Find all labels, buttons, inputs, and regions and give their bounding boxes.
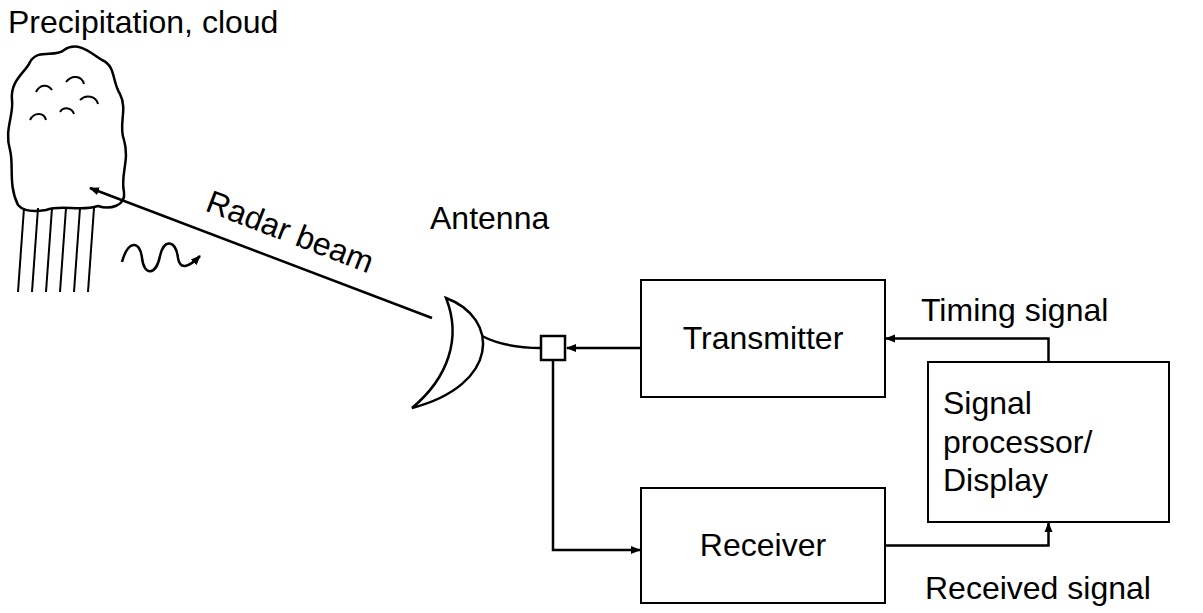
target-label: Precipitation, cloud bbox=[8, 4, 278, 41]
rain-stroke bbox=[74, 208, 80, 292]
antenna-label: Antenna bbox=[430, 200, 549, 237]
reflected-wave bbox=[122, 243, 200, 271]
cloud-outline bbox=[8, 47, 126, 212]
signal-label: Received signal bbox=[925, 570, 1151, 607]
signal-processor-box: Signal processor/ Display bbox=[927, 361, 1170, 523]
rain-stroke bbox=[18, 208, 24, 292]
transmitter-feed bbox=[567, 347, 640, 350]
antenna-dish bbox=[412, 298, 483, 408]
cloud-texture bbox=[30, 77, 98, 120]
box-label: Transmitter bbox=[683, 319, 844, 357]
signal-label: Timing signal bbox=[921, 292, 1108, 329]
duplexer-junction bbox=[541, 336, 565, 360]
beam-label: Radar beam bbox=[201, 183, 379, 280]
receiver-box: Receiver bbox=[640, 487, 886, 604]
rain-stroke bbox=[60, 208, 66, 292]
signal-arrow bbox=[886, 523, 1049, 546]
box-label: Signal processor/ Display bbox=[943, 384, 1154, 499]
signal-arrow bbox=[886, 339, 1049, 362]
receiver-feed bbox=[553, 360, 640, 550]
rain-stroke bbox=[32, 208, 38, 292]
transmitter-box: Transmitter bbox=[640, 279, 886, 398]
box-label: Receiver bbox=[700, 526, 826, 564]
rain-stroke bbox=[88, 208, 94, 292]
rain-stroke bbox=[46, 208, 52, 292]
antenna-feed bbox=[482, 336, 541, 348]
precipitation-lines bbox=[18, 208, 94, 292]
